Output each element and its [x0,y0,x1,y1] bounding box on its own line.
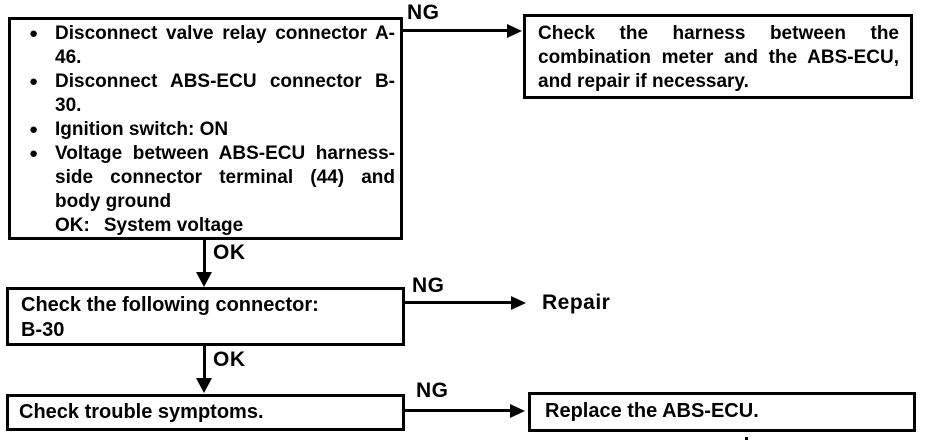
bullet-item: ● Disconnect ABS-ECU connector B-30. [25,70,395,118]
ok-label: OK [213,348,246,371]
bullet-item: ● Ignition switch: ON [25,118,395,142]
arrow-line [203,240,206,274]
ok-spec-label: OK: [55,215,90,236]
result-box-replace-abs-ecu: Replace the ABS-ECU. [528,392,916,432]
ok-label: OK [213,241,246,264]
connector-code: B-30 [21,319,65,341]
bullet-text: Disconnect valve relay connector A-46. [55,23,395,68]
step-box-title: Check the following connector: [21,294,319,316]
ng-label: NG [412,274,445,297]
bullet-dot-icon: ● [29,25,39,42]
arrow-right-icon [511,296,526,310]
arrow-right-icon [510,404,525,418]
step-box-check-trouble-symptoms: Check trouble symptoms. [6,394,405,431]
bullet-dot-icon: ● [29,121,39,138]
bullet-text: Disconnect ABS-ECU connector B-30. [55,71,395,116]
result-text: Replace the ABS-ECU. [545,400,759,422]
arrow-down-icon [196,378,212,393]
arrow-right-icon [507,24,522,38]
step-text: Check trouble symptoms. [19,401,264,423]
arrow-down-icon [196,272,212,287]
bullet-dot-icon: ● [29,145,39,162]
action-text-repair: Repair [542,291,611,314]
ok-spec-line: OK: System voltage [55,214,395,238]
ng-label: NG [416,379,449,402]
bullet-text: Ignition switch: ON [55,119,229,140]
arrow-line [405,301,513,304]
bullet-item: ● Voltage between ABS-ECU harness-side c… [25,142,395,238]
bullet-item: ● Disconnect valve relay connector A-46. [25,22,395,70]
arrow-line [203,346,206,379]
bullet-text: Voltage between ABS-ECU harness-side con… [55,143,395,212]
arrow-line [405,409,512,412]
step-box-voltage-test: ● Disconnect valve relay connector A-46.… [8,17,403,240]
result-text: Check the harness between the combinatio… [538,23,899,92]
result-box-check-harness: Check the harness between the combinatio… [523,14,913,99]
scan-artifact-dot [745,437,748,440]
bullet-dot-icon: ● [29,73,39,90]
step-box-check-connector: Check the following connector: B-30 [6,287,405,346]
ok-spec-value: System voltage [103,215,244,236]
ng-label: NG [407,1,440,24]
arrow-line [403,29,509,32]
